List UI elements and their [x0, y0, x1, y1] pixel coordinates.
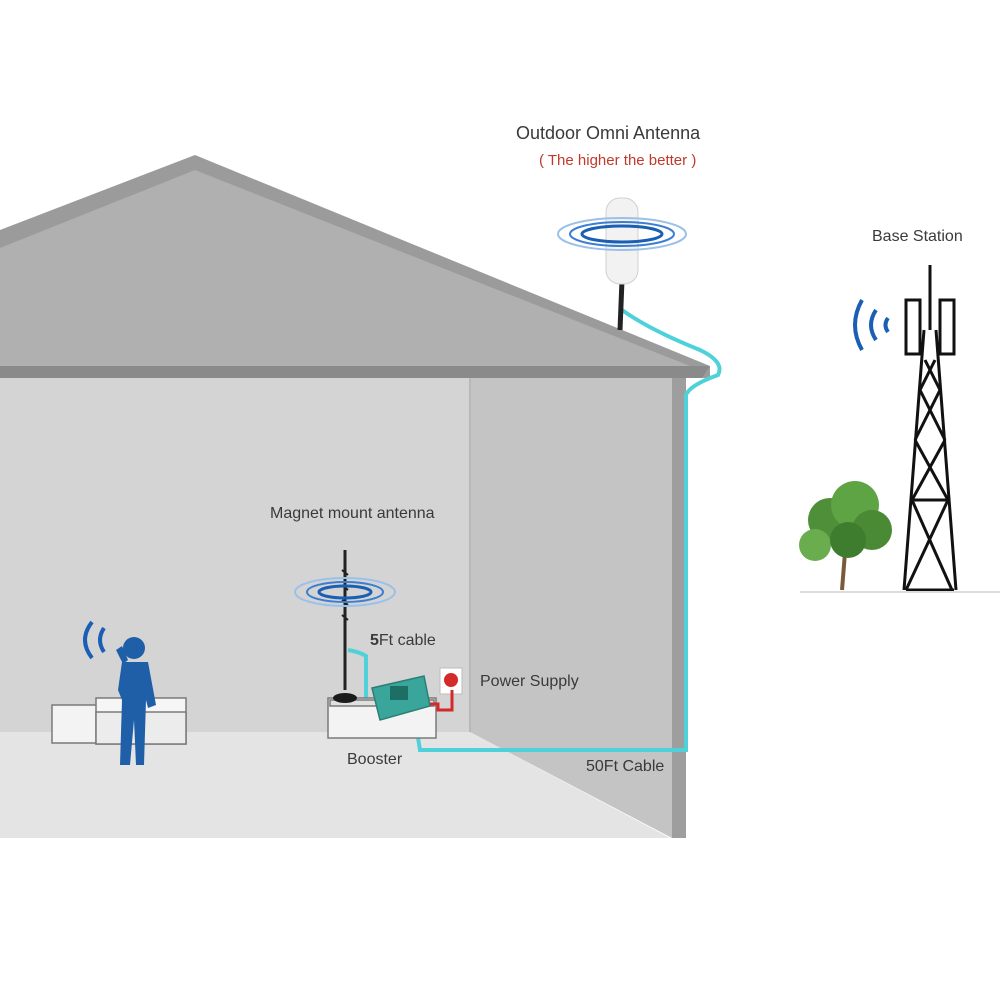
cable-50ft-label: 50Ft Cable: [586, 758, 665, 775]
tree-icon: [799, 481, 892, 591]
power-outlet-icon: [430, 667, 463, 712]
outdoor-antenna-note: ( The higher the better ): [539, 152, 697, 169]
house-wall-edge: [672, 372, 686, 838]
cable-5ft-label: 5Ft cable: [370, 632, 436, 650]
outdoor-antenna-icon: [557, 197, 687, 331]
booster-icon: [371, 675, 431, 721]
person-signal-waves-icon: [83, 620, 106, 660]
cable-50ft: [398, 308, 722, 752]
outdoor-antenna-label: Outdoor Omni Antenna: [516, 123, 701, 143]
booster-label: Booster: [347, 751, 403, 768]
house-side-wall: [470, 372, 672, 838]
house-floor: [0, 732, 670, 838]
power-supply-label: Power Supply: [480, 673, 579, 690]
roof-top-face: [0, 170, 690, 366]
cable-5ft-number: 5: [370, 632, 379, 649]
person-icon: [116, 637, 156, 765]
tower-signal-waves-icon: [853, 299, 890, 351]
house-front-wall: [0, 372, 470, 732]
base-station-label: Base Station: [872, 228, 963, 245]
sofa-icon: [51, 697, 187, 745]
cable-5ft-unit: Ft cable: [378, 632, 436, 649]
tower-icon: [902, 265, 958, 592]
magnet-antenna-label: Magnet mount antenna: [270, 505, 435, 522]
roof-eave: [0, 366, 710, 378]
magnet-antenna-icon: [294, 550, 396, 703]
cable-5ft: [347, 648, 380, 702]
